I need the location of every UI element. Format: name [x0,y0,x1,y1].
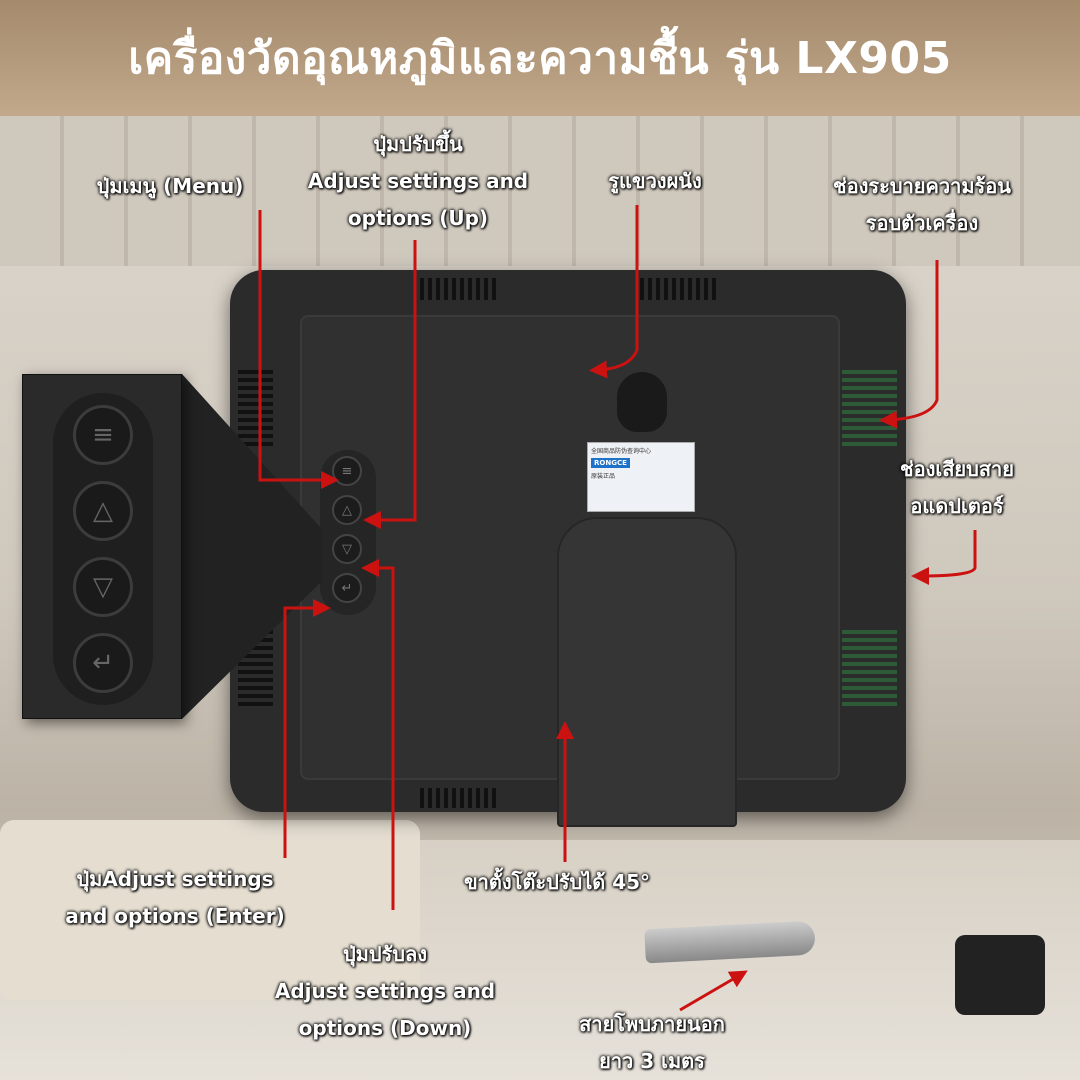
sticker-line: 原装正品 [591,473,616,480]
vent-bottom-left [420,788,500,808]
down-button[interactable]: ▽ [332,534,362,564]
enter-icon: ↵ [92,648,114,678]
desk-stand[interactable] [557,517,737,827]
closeup-enter-button: ↵ [73,633,133,693]
vent-top-right [640,278,720,300]
closeup-button-column: ≡ △ ▽ ↵ [53,393,153,705]
closeup-up-button: △ [73,481,133,541]
wall-hanger-hole [617,372,667,432]
sticker-line: 全国商品防伪查询中心 [591,448,652,455]
label-line: ปุ่มAdjust settings [76,867,274,891]
label-hanger: รูแขวงผนัง [608,163,701,200]
label-line: Adjust settings and [307,169,529,193]
label-enter: ปุ่มAdjust settings and options (Enter) [65,861,285,935]
label-line: Adjust settings and [274,979,496,1003]
up-button[interactable]: △ [332,495,362,525]
label-line: ยาว 3 เมตร [599,1049,705,1073]
down-icon: ▽ [93,572,113,602]
vent-top-left [420,278,500,300]
label-stand: ขาตั้งโต๊ะปรับได้ 45° [464,864,650,901]
label-down: ปุ่มปรับลง Adjust settings and options (Do… [275,936,495,1047]
label-line: รอบตัวเครื่อง [865,211,979,235]
label-line: ช่องเสียบสาย [900,457,1014,481]
enter-icon: ↵ [341,580,353,596]
header-banner: เครื่องวัดอุณหภูมิและความชื้น รุ่น LX905 [0,0,1080,116]
menu-icon: ≡ [341,463,353,479]
label-line: and options (Enter) [65,904,285,928]
enter-button[interactable]: ↵ [332,573,362,603]
device-back: 全国商品防伪查询中心 RONGCE 原装正品 ≡ △ ▽ ↵ [230,270,906,827]
label-line: อแดปเตอร์ [910,494,1004,518]
label-menu: ปุ่มเมนู (Menu) [97,168,244,205]
buttons-closeup: ≡ △ ▽ ↵ [22,374,182,719]
label-line: ช่องระบายความร้อน [833,174,1011,198]
label-line: ขาตั้งโต๊ะปรับได้ 45° [463,870,651,894]
menu-icon: ≡ [92,420,114,450]
label-line: ปุ่มปรับลง [342,942,428,966]
back-panel: 全国商品防伪查询中心 RONGCE 原装正品 [300,315,840,827]
label-vent: ช่องระบายความร้อนรอบตัวเครื่อง [833,168,1011,242]
power-adapter [955,935,1045,1015]
up-icon: △ [93,496,113,526]
label-line: ปุ่มปรับขึ้น [373,132,463,156]
vent-right-top [842,370,897,450]
sticker-brand: RONGCE [591,458,630,468]
label-line: options (Down) [298,1016,472,1040]
room-sofa [0,820,420,1000]
label-line: รูแขวงผนัง [608,169,702,193]
label-probe: สายโพบภายนอกยาว 3 เมตร [579,1006,725,1080]
down-icon: ▽ [342,541,352,557]
label-line: สายโพบภายนอก [579,1012,725,1036]
page-title: เครื่องวัดอุณหภูมิและความชื้น รุ่น LX905 [128,33,952,84]
menu-button[interactable]: ≡ [332,456,362,486]
up-icon: △ [342,502,352,518]
product-sticker: 全国商品防伪查询中心 RONGCE 原装正品 [587,442,695,512]
closeup-menu-button: ≡ [73,405,133,465]
room-ceiling [0,116,1080,266]
closeup-down-button: ▽ [73,557,133,617]
label-up: ปุ่มปรับขึ้น Adjust settings and options (… [308,126,528,237]
label-line: options (Up) [347,206,489,230]
vent-right-bottom [842,630,897,710]
vent-left-top [238,370,273,450]
label-adapter: ช่องเสียบสายอแดปเตอร์ [900,451,1014,525]
button-column: ≡ △ ▽ ↵ [320,450,376,615]
label-line: ปุ่มเมนู (Menu) [96,174,244,198]
arrow-adapter [911,530,977,585]
